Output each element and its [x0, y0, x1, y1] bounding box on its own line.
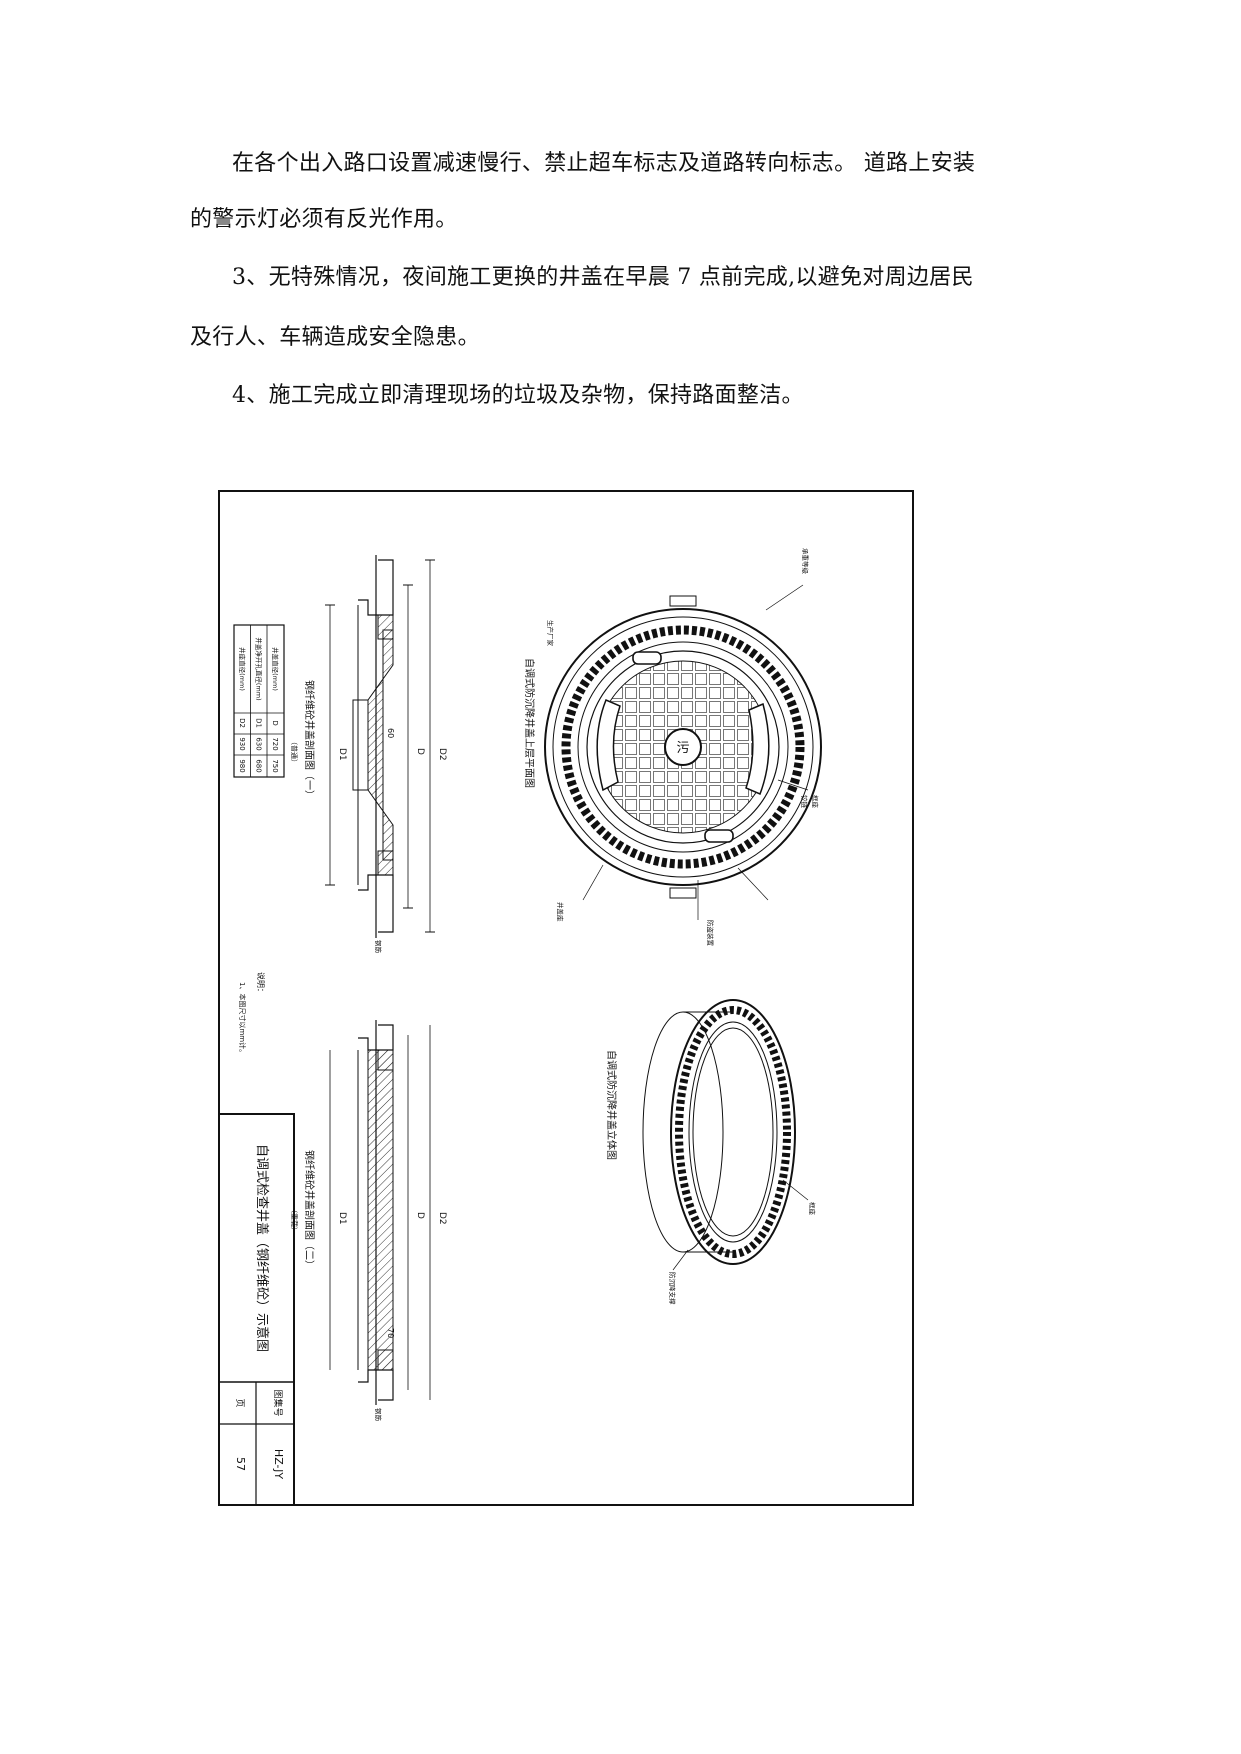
dimension-table: 井盖直径(mm) D 720 750 井盖净开孔直径(mm) D1 630 68…: [233, 624, 285, 778]
label-rebar: 钢筋: [374, 940, 383, 954]
note-1: 1、本图尺寸以mm计。: [238, 982, 247, 1056]
iso-title: 自调式防沉降井盖立体图: [605, 1050, 618, 1160]
sheet-border: [218, 490, 914, 1506]
table-cell: 930: [238, 737, 246, 750]
section-2-title: 钢纤维砼井盖剖面图（二）: [303, 1150, 316, 1270]
notes-title: 说明：: [256, 972, 266, 996]
section-1-title: 钢纤维砼井盖剖面图（一）: [303, 680, 316, 800]
plan-title: 自调式防沉降井盖上层平面图: [523, 658, 536, 788]
dim-label: D2: [437, 748, 447, 761]
label-anti-theft: 防盗装置: [706, 920, 715, 947]
section-view-1: D2 D D1 60 钢纤维砼井盖剖面图（一） （普通） 钢筋: [290, 555, 447, 954]
dim-label: D2: [437, 1212, 447, 1225]
drawing-no-label: 图集号: [272, 1389, 284, 1416]
section-1-subtitle: （普通）: [290, 738, 299, 766]
isometric-view: 自调式防沉降井盖立体图 框座 防沉降支撑: [605, 999, 817, 1305]
paragraph-3: 3、无特殊情况，夜间施工更换的井盖在早晨 7 点前完成,以避免对周边居民: [232, 265, 974, 290]
table-cell: 井盖净开孔直径(mm): [255, 637, 264, 700]
label-frame: 框座: [811, 795, 820, 809]
dim-label: 60: [386, 728, 395, 738]
table-cell: 750: [271, 759, 279, 772]
dim-label: D: [415, 1212, 425, 1219]
table-cell: D: [271, 720, 279, 725]
table-cell: D1: [255, 718, 263, 728]
dim-label: D: [415, 748, 425, 755]
dim-label: D1: [337, 748, 347, 761]
table-cell: 680: [255, 759, 263, 772]
page-label: 页: [234, 1398, 245, 1407]
table-cell: 980: [238, 759, 246, 772]
label-iso-support: 防沉降支撑: [668, 1272, 677, 1305]
label-seat: 井盖座: [556, 902, 565, 922]
section-view-2: D2 D D1 70 钢纤维砼井盖剖面图（二） （重载） 钢筋: [290, 1020, 447, 1422]
section-2-subtitle: （重载）: [290, 1206, 299, 1234]
dim-label: 70: [386, 1328, 395, 1338]
paragraph-4: 及行人、车辆造成安全隐患。: [190, 325, 480, 350]
page-no: 57: [234, 1457, 247, 1471]
label-hinge: 铰链: [800, 795, 809, 809]
label-manufacturer: 生产厂家: [546, 620, 555, 647]
table-cell: D2: [238, 718, 246, 728]
manhole-cover-drawing: 自调式检查井盖（钢纤维砼）示意图 图集号 HZ-JY 页 57 说明： 1、本图…: [218, 490, 914, 1506]
drawing-title: 自调式检查井盖（钢纤维砼）示意图: [254, 1144, 270, 1352]
label-bearing: 承重等级: [801, 548, 810, 575]
paragraph-5: 4、施工完成立即清理现场的垃圾及杂物，保持路面整洁。: [232, 383, 804, 408]
dim-label: D1: [337, 1212, 347, 1225]
table-cell: 井座直径(mm): [238, 647, 247, 691]
logo-glyph: 污: [676, 741, 689, 756]
table-cell: 720: [271, 737, 279, 750]
paragraph-2: 的警示灯必须有反光作用。: [190, 207, 458, 232]
plan-view: 污 自调式防沉降井盖上层平面图 生产厂家 承重等级 框座 铰链 防盗装置 井盖座: [523, 548, 822, 947]
table-cell: 630: [255, 737, 263, 750]
paragraph-1: 在各个出入路口设置减速慢行、禁止超车标志及道路转向标志。 道路上安装: [232, 151, 976, 176]
title-block: 自调式检查井盖（钢纤维砼）示意图 图集号 HZ-JY 页 57: [218, 1113, 295, 1506]
table-cell: 井盖直径(mm): [271, 647, 280, 691]
drawing-no: HZ-JY: [272, 1449, 285, 1479]
label-iso-frame: 框座: [808, 1202, 817, 1216]
label-rebar: 钢筋: [374, 1408, 383, 1422]
